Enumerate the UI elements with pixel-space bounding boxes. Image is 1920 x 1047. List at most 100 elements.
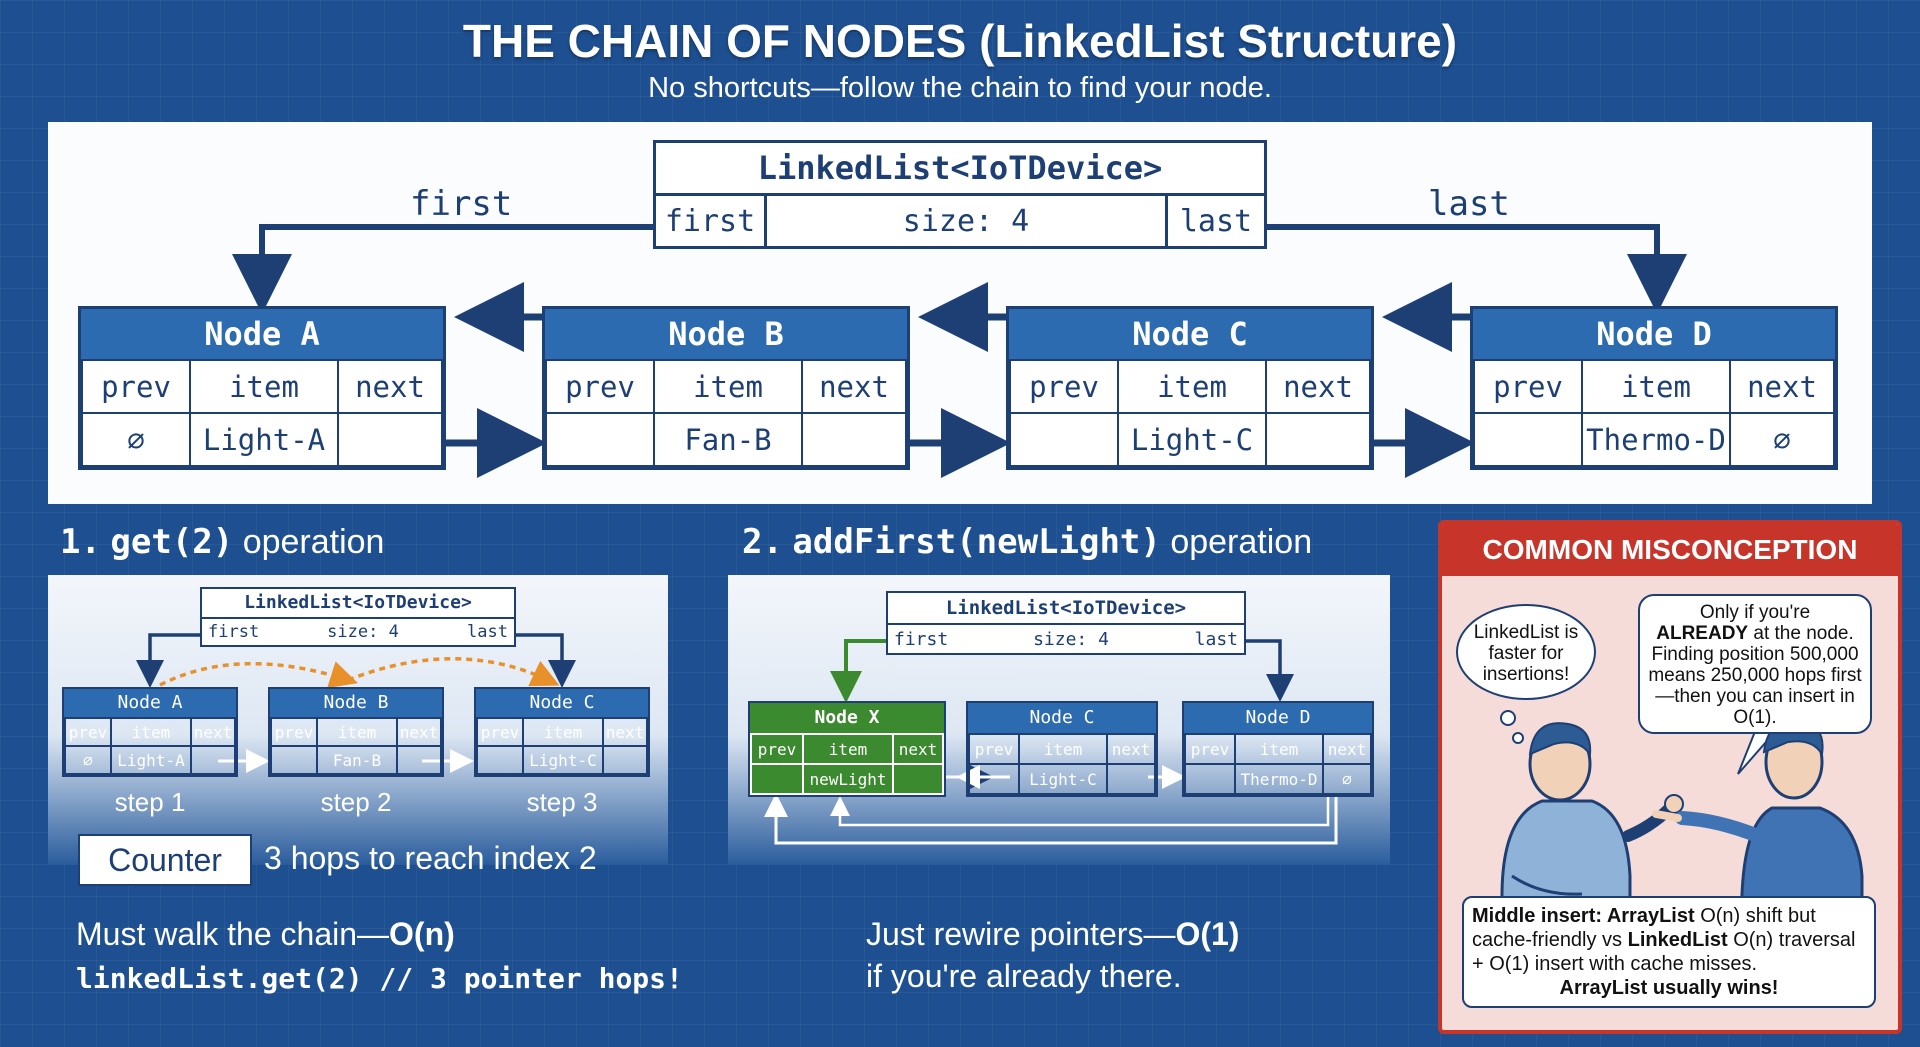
prev-value [1009,412,1119,467]
speech-line-1: Only if you're [1699,602,1811,623]
prev-value [1184,763,1236,795]
item-value: Light-C [522,745,604,775]
item-label: item [802,733,894,765]
node-title: Node B [270,689,442,717]
item-value: Light-C [1117,412,1267,467]
item-label: item [1117,359,1267,414]
header-last-field: last [1194,628,1238,650]
step-2-label: step 2 [320,787,392,817]
next-label: next [190,717,236,747]
prev-label: prev [750,733,804,765]
speech-line-2: at the node. [1753,623,1854,644]
thought-bubble: LinkedList is faster for insertions! [1456,604,1596,700]
next-value [1265,412,1371,467]
null-next: ∅ [1322,763,1372,795]
prev-value [476,745,524,775]
prev-label: prev [476,717,524,747]
prev-label: prev [968,733,1020,765]
header-title: LinkedList<IoTDevice> [757,149,1163,187]
item-value: Light-A [189,412,339,467]
prev-label: prev [270,717,318,747]
get-code-example: linkedList.get(2) // 3 pointer hops! [76,962,683,995]
speech-emphasis: ALREADY [1656,623,1749,644]
next-cell [190,745,236,775]
main-diagram-panel: first last LinkedList<IoTDevice> first s… [48,122,1872,504]
addfirst-method-name: addFirst(newLight) [792,522,1161,562]
get-note-complexity: O(n) [389,916,455,952]
next-value [337,412,443,467]
last-pointer-label: last [1428,184,1510,224]
node-title: Node A [64,689,236,717]
summary-text-2: O(n) traversal + O(1) insert with cache … [1472,929,1856,975]
header-size-field: size: 4 [327,622,399,642]
addfirst-note-text: Just rewire pointers— [866,916,1176,952]
addfirst-arrows [764,639,1338,845]
item-label: item [1581,359,1731,414]
speech-bubble: Only if you're ALREADY at the node. Find… [1638,594,1872,734]
get-complexity-note: Must walk the chain—O(n) [76,916,455,953]
header-size-field: size: 4 [1033,628,1109,650]
misconception-title: COMMON MISCONCEPTION [1442,524,1898,576]
get-section-number: 1. [60,522,101,562]
prev-value [750,763,804,795]
node-title: Node C [476,689,648,717]
step-3-label: step 3 [526,787,598,817]
prev-value [270,745,318,775]
null-prev: ∅ [81,412,191,467]
counter-text: 3 hops to reach index 2 [264,840,597,876]
next-label: next [602,717,648,747]
counter-label-box: Counter [78,834,252,886]
item-value: newLight [802,763,894,795]
node-title: Node D [1184,703,1372,733]
header-first-field: first [894,628,949,650]
speech-line-3: Finding position 500,000 means 250,000 h… [1648,644,1862,728]
prev-label: prev [545,359,655,414]
get-arrows [136,633,576,773]
next-label: next [396,717,442,747]
next-label: next [1106,733,1156,765]
page-title: THE CHAIN OF NODES (LinkedList Structure… [462,15,1458,67]
item-value: Fan-B [316,745,398,775]
item-value: Light-C [1018,763,1108,795]
header-title: LinkedList<IoTDevice> [945,597,1187,619]
next-label: next [1265,359,1371,414]
node-title: Node D [1473,309,1835,359]
misconception-panel: COMMON MISCONCEPTION LinkedList is faste… [1438,520,1902,1034]
item-label: item [189,359,339,414]
item-label: item [110,717,192,747]
get-diagram-panel: LinkedList<IoTDevice> first size: 4 last… [48,575,668,865]
page-subtitle: No shortcuts—follow the chain to find yo… [648,72,1272,104]
get-method-name: get(2) [110,522,234,562]
prev-value [545,412,655,467]
next-label: next [1322,733,1372,765]
node-title: Node B [545,309,907,359]
misconception-summary: Middle insert: ArrayList O(n) shift but … [1462,896,1876,1008]
item-label: item [653,359,803,414]
addfirst-diagram-panel: LinkedList<IoTDevice> first size: 4 last… [728,575,1390,865]
addfirst-note-complexity: O(1) [1175,916,1240,952]
prev-value [1473,412,1583,467]
node-title: Node C [1009,309,1371,359]
addfirst-section-title: 2. addFirst(newLight) operation [742,522,1312,562]
linkedlist-header: LinkedList<IoTDevice> first size: 4 last [653,140,1267,249]
step-1-label: step 1 [114,787,186,817]
null-next: ∅ [1729,412,1835,467]
header-title: LinkedList<IoTDevice> [244,592,472,613]
next-value [801,412,907,467]
addfirst-section-number: 2. [742,522,783,562]
header-first-field: first [208,622,260,642]
header-size-field: size: 4 [767,196,1168,246]
prev-label: prev [81,359,191,414]
next-label: next [892,733,944,765]
summary-bold-2: LinkedList [1627,929,1728,951]
node-title: Node A [81,309,443,359]
